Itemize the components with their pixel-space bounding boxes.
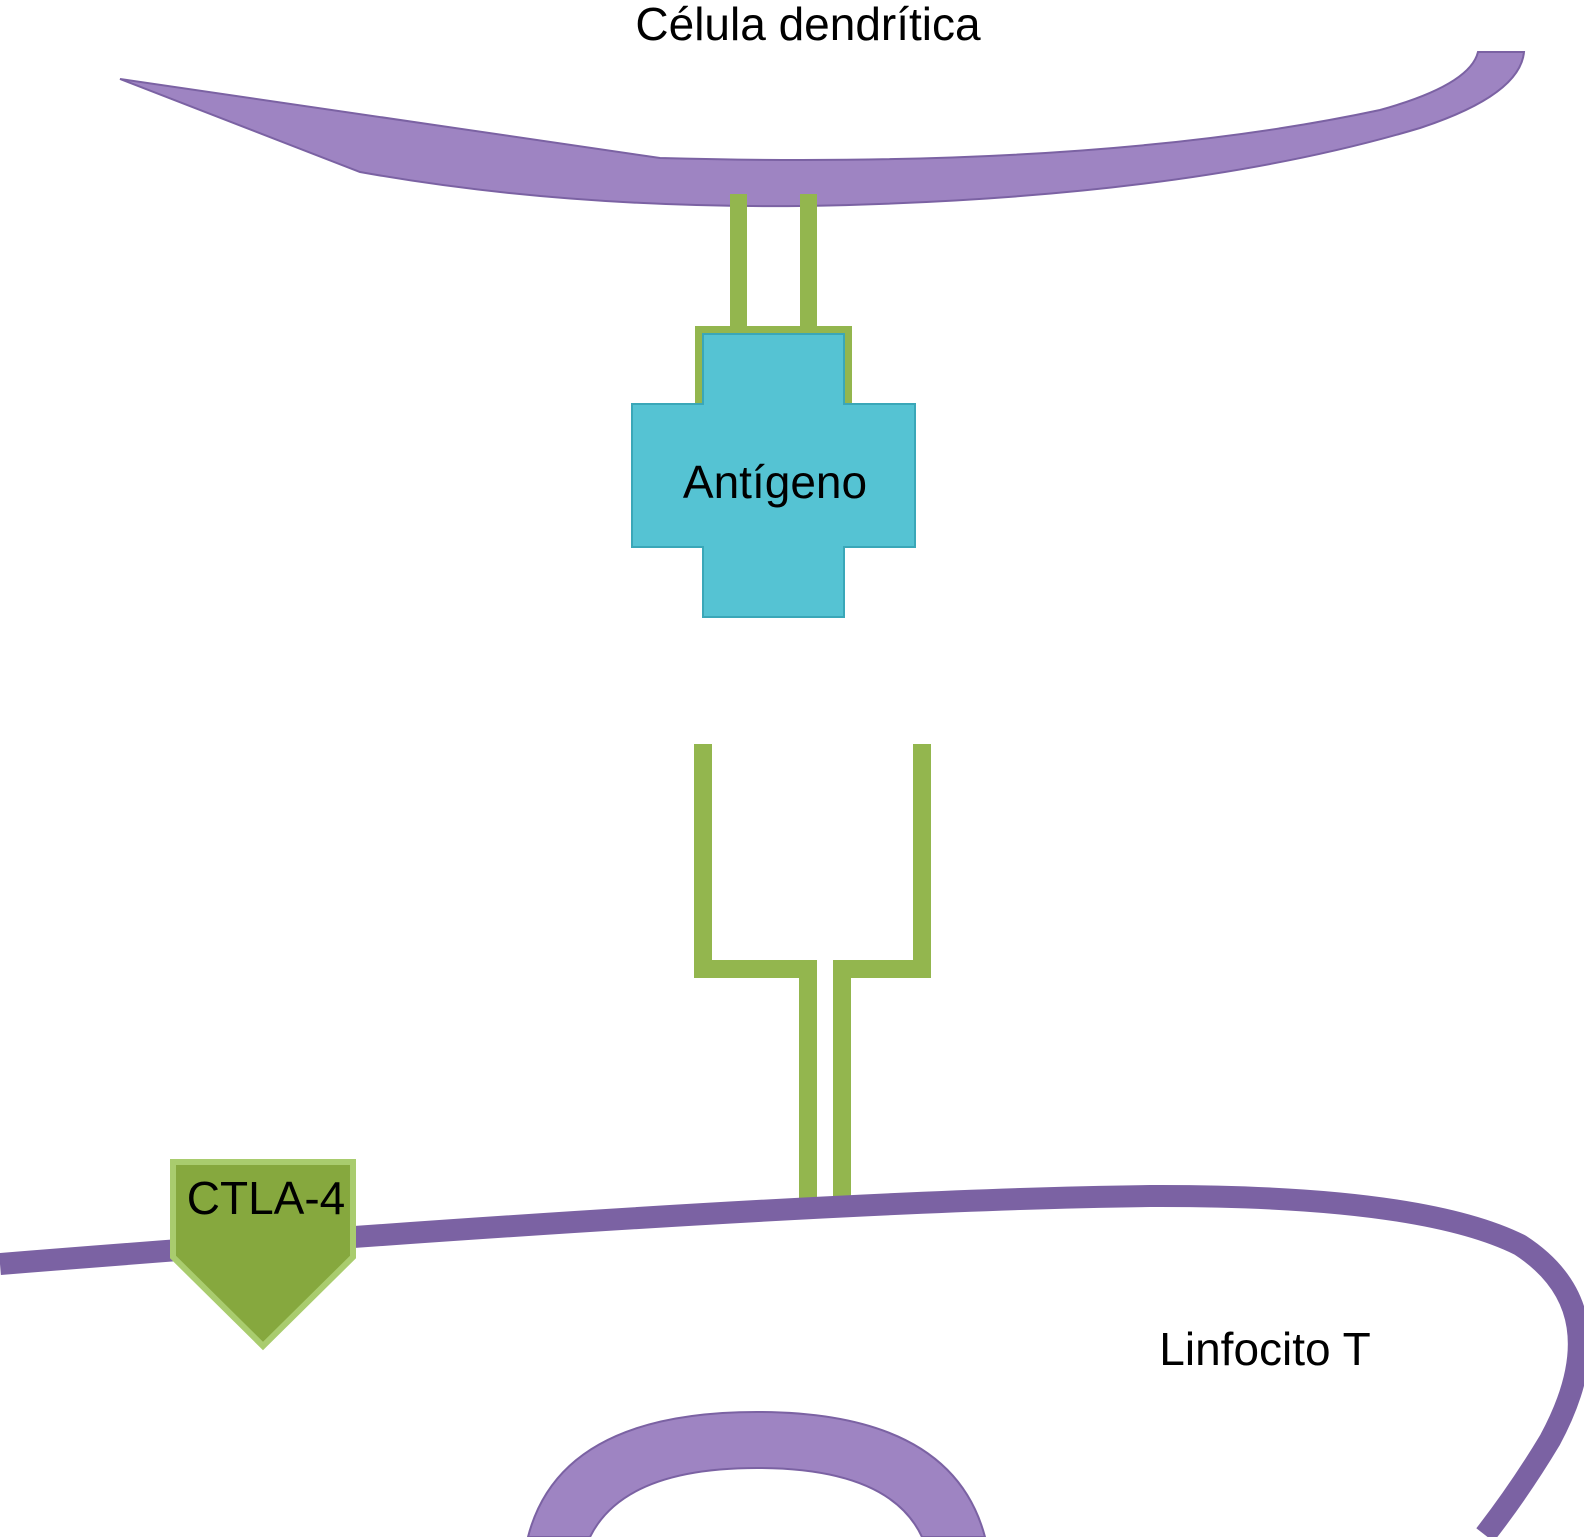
ctla4-label: CTLA-4: [187, 1172, 345, 1224]
dendritic-cell-label: Célula dendrítica: [635, 0, 981, 50]
t-cell-receptor: [694, 744, 931, 1200]
mhc-left-bar: [730, 194, 747, 336]
t-cell-label: Linfocito T: [1159, 1323, 1370, 1375]
mhc-right-bar: [800, 194, 817, 336]
ctla4-receptor-shape: [170, 1159, 356, 1351]
antigen-label: Antígeno: [683, 456, 867, 508]
t-cell-nucleus: [526, 1410, 987, 1537]
dendritic-cell-membrane: [119, 51, 1526, 208]
t-cell-membrane: [0, 1184, 1584, 1537]
antigen-cross-shape: [631, 333, 916, 618]
